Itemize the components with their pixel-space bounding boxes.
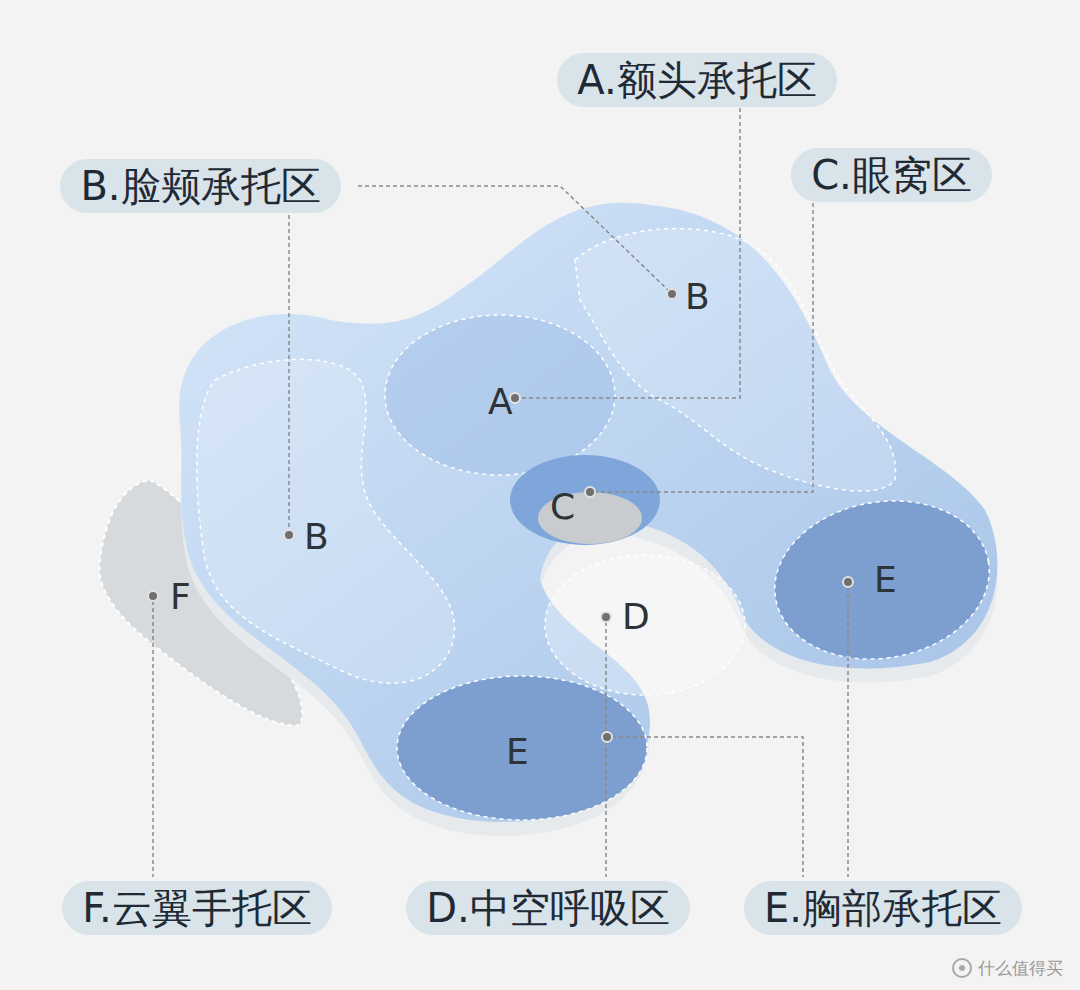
leader-line bbox=[288, 215, 290, 530]
leader-dot bbox=[284, 530, 294, 540]
breathing-zone bbox=[545, 555, 745, 695]
watermark-logo bbox=[953, 959, 971, 977]
zone-letter: C bbox=[550, 489, 575, 525]
callout-pill: E.胸部承托区 bbox=[744, 881, 1022, 935]
watermark: 什么值得买 bbox=[978, 960, 1063, 977]
zone-letter: A bbox=[488, 384, 513, 420]
leader-line bbox=[847, 587, 849, 877]
leader-line bbox=[595, 203, 813, 492]
leader-line bbox=[520, 108, 740, 398]
leader-line bbox=[605, 622, 607, 877]
callout-text: D.中空呼吸区 bbox=[426, 888, 670, 928]
zone-letter: B bbox=[304, 519, 329, 555]
leader-line bbox=[152, 601, 154, 877]
leader-lines bbox=[153, 108, 848, 877]
leader-dot bbox=[148, 591, 158, 601]
leader-dot bbox=[667, 289, 677, 299]
leader-dot bbox=[602, 732, 612, 742]
callout-pill: C.眼窝区 bbox=[791, 148, 992, 202]
callout-text: F.云翼手托区 bbox=[82, 888, 311, 928]
leader-dot bbox=[843, 577, 853, 587]
callout-pill: F.云翼手托区 bbox=[62, 881, 332, 935]
zone-letter: B bbox=[685, 279, 710, 315]
zone-letter: E bbox=[874, 562, 897, 598]
leader-dot bbox=[585, 487, 595, 497]
watermark-logo bbox=[959, 965, 965, 971]
zone-letter: E bbox=[506, 734, 529, 770]
callout-text: B.脸颊承托区 bbox=[80, 166, 320, 206]
zone-letter: F bbox=[170, 579, 191, 615]
callout-text: A.额头承托区 bbox=[577, 60, 816, 100]
cheek-zone bbox=[575, 229, 896, 491]
leader-line bbox=[612, 737, 803, 877]
forehead-zone bbox=[385, 315, 615, 475]
callout-pill: A.额头承托区 bbox=[557, 53, 837, 107]
eye-hollow bbox=[510, 455, 660, 545]
callout-text: E.胸部承托区 bbox=[764, 888, 1002, 928]
chest-zone bbox=[762, 484, 1002, 675]
callout-pill: B.脸颊承托区 bbox=[60, 159, 341, 213]
leader-dot bbox=[601, 612, 611, 622]
zone-letter: D bbox=[622, 599, 650, 635]
leader-line bbox=[358, 186, 668, 290]
callout-text: C.眼窝区 bbox=[811, 155, 972, 195]
chest-zone bbox=[397, 676, 647, 820]
leader-dots bbox=[148, 289, 853, 742]
callout-pill: D.中空呼吸区 bbox=[406, 881, 690, 935]
